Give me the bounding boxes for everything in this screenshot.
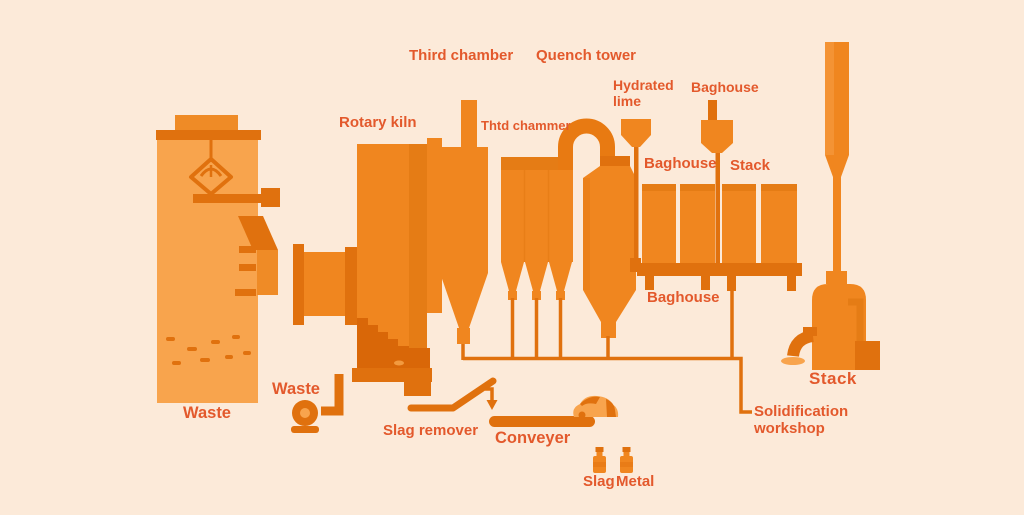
- conveyer-label: Conveyer: [495, 429, 571, 447]
- rotary-kiln-label: Rotary kiln: [339, 114, 417, 131]
- metal-label: Metal: [616, 473, 655, 490]
- stack-filter-unit: [718, 184, 802, 291]
- solidification-line1: Solidification: [754, 403, 849, 420]
- hydrated-lime-label: Hydrated lime: [613, 77, 674, 109]
- third-chamber-vessel: [440, 100, 488, 344]
- drain-pipes: [461, 276, 752, 414]
- secondary-chamber: [352, 138, 442, 396]
- rotary-kiln: [293, 244, 357, 325]
- drop-arrow-icon: [485, 387, 498, 410]
- solidification-line2: workshop: [754, 419, 825, 437]
- thtd-chammer-label: Thtd chammer: [481, 118, 571, 133]
- stack-mid-label: Stack: [730, 157, 771, 174]
- baghouse-top-label: Baghouse: [691, 79, 759, 95]
- quench-tower: [583, 156, 636, 338]
- slag-remover-label: Slag remover: [383, 422, 479, 439]
- waste-bunker: [156, 115, 280, 403]
- third-chamber-label: Third chamber: [409, 47, 514, 64]
- baghouse-feeder: [701, 100, 733, 263]
- quench-tower-label: Quench tower: [536, 47, 637, 64]
- elbow-pipe-icon: [781, 327, 817, 365]
- hydrated-lime-line2: lime: [613, 92, 642, 109]
- hopper-unit: [501, 157, 573, 300]
- conveyer-belt: [489, 416, 595, 427]
- waste-pump: [291, 374, 344, 433]
- metal-bottle-icon: [620, 447, 633, 473]
- stack-right-label: Stack: [809, 369, 857, 388]
- slag-remover: [407, 377, 497, 412]
- waste-pump-label: Waste: [272, 380, 320, 398]
- solidification-workshop-label: Solidification workshop: [754, 403, 849, 438]
- slag-label: Slag: [583, 473, 615, 490]
- u-pipe: [558, 118, 615, 170]
- slag-bottle-icon: [593, 447, 606, 473]
- waste-bunker-label: Waste: [183, 404, 231, 422]
- hydrated-lime-line1: Hydrated: [613, 77, 674, 93]
- baghouse-lower-label: Baghouse: [647, 289, 720, 306]
- baghouse-mid-label: Baghouse: [644, 155, 717, 172]
- scrap-car-icon: [573, 395, 619, 419]
- baghouse-unit: [637, 184, 718, 290]
- solidification-line: [463, 356, 752, 414]
- main-stack: [781, 42, 880, 370]
- lime-feeder: [621, 119, 651, 272]
- waste-debris: [166, 335, 251, 365]
